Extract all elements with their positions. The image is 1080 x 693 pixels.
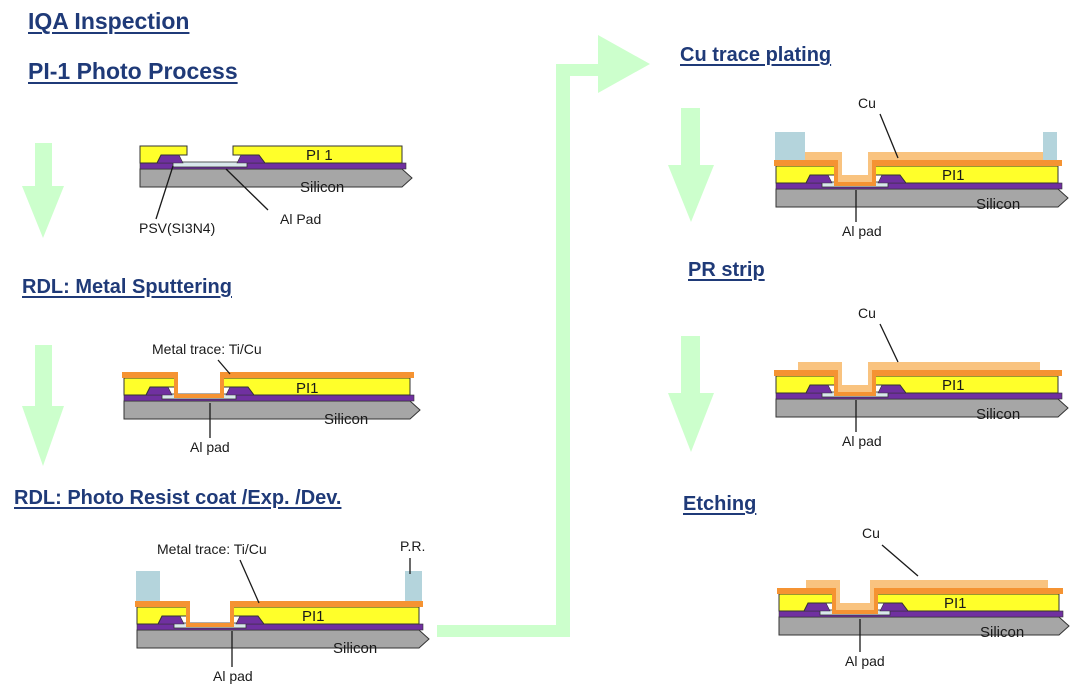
heading-pr-strip: PR strip: [688, 259, 765, 281]
down-arrow-1: [22, 143, 64, 238]
cu-label-2: Cu: [858, 305, 876, 321]
photo-resist-1: [136, 571, 160, 601]
silicon-layer: [139, 168, 413, 188]
pi-label: PI 1: [306, 147, 333, 164]
cu-label-3: Cu: [862, 525, 880, 541]
al-pad-label-2: Al pad: [190, 439, 230, 455]
psv-layer: [775, 392, 1063, 400]
pi-block-right: [232, 145, 403, 164]
al-pad-label-5: Al pad: [842, 433, 882, 449]
pi-label: PI1: [942, 167, 965, 184]
down-arrow-2: [22, 345, 64, 466]
metal-trace-layer: [122, 372, 414, 398]
pi-label: PI1: [944, 595, 967, 612]
silicon-layer: [123, 400, 421, 420]
cu-layer: [798, 362, 1040, 392]
pi-label: PI1: [296, 380, 319, 397]
metal-trace-layer: [774, 160, 1062, 186]
silicon-label: Silicon: [976, 406, 1020, 423]
pr-label: P.R.: [400, 538, 425, 554]
cu-label-1: Cu: [858, 95, 876, 111]
al-pad-label-6: Al pad: [845, 653, 885, 669]
photo-resist-2: [1043, 132, 1057, 160]
cu-layer: [796, 152, 1056, 182]
cu-label-1-leader: [879, 113, 899, 159]
psv-label-leader: [155, 165, 174, 220]
down-arrow-4: [668, 336, 714, 452]
metal-trace-layer: [777, 588, 1063, 614]
al-pad-label-4: Al pad: [842, 223, 882, 239]
silicon-layer: [775, 188, 1069, 208]
metal-trace-label-2: Metal trace: Ti/Cu: [157, 541, 267, 557]
down-arrow-3: [668, 108, 714, 222]
metal-trace-label-1-leader: [217, 359, 231, 375]
psv-label: PSV(SI3N4): [139, 220, 215, 236]
silicon-label: Silicon: [324, 411, 368, 428]
pi-label: PI1: [302, 608, 325, 625]
metal-trace-label-1: Metal trace: Ti/Cu: [152, 341, 262, 357]
silicon-label: Silicon: [333, 640, 377, 657]
heading-etching: Etching: [683, 493, 757, 515]
pi-block-left: [139, 145, 188, 164]
flow-connector-arrow: [437, 35, 650, 637]
heading-iqa-inspection: IQA Inspection: [28, 8, 190, 34]
heading-pi1-photo-process: PI-1 Photo Process: [28, 58, 238, 84]
silicon-layer: [775, 398, 1069, 418]
heading-metal-sputtering: RDL: Metal Sputtering: [22, 276, 232, 298]
cu-label-2-leader: [879, 323, 899, 363]
heading-photo-resist: RDL: Photo Resist coat /Exp. /Dev.: [14, 487, 342, 509]
al-pad-label-3: Al pad: [213, 668, 253, 684]
silicon-layer: [136, 629, 430, 649]
al-pad: [172, 161, 248, 168]
photo-resist-1: [775, 132, 805, 160]
silicon-label: Silicon: [980, 624, 1024, 641]
cu-label-3-leader: [881, 544, 919, 577]
cu-layer: [806, 580, 1048, 610]
pi-label: PI1: [942, 377, 965, 394]
metal-trace-label-2-leader: [239, 559, 260, 604]
psv-layer: [775, 182, 1063, 190]
silicon-label: Silicon: [300, 179, 344, 196]
silicon-label: Silicon: [976, 196, 1020, 213]
photo-resist-2: [405, 571, 422, 601]
metal-trace-layer: [135, 601, 423, 627]
metal-trace-layer: [774, 370, 1062, 396]
al-pad-label-1-leader: [225, 168, 269, 211]
al-pad-label-1: Al Pad: [280, 211, 321, 227]
heading-cu-trace-plating: Cu trace plating: [680, 44, 832, 66]
silicon-layer: [778, 616, 1070, 636]
